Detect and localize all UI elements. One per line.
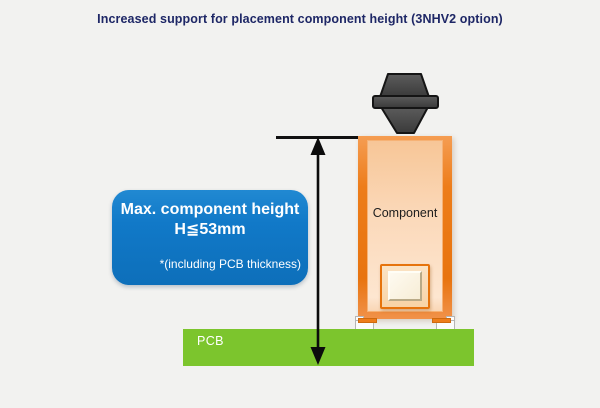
component-bottom-tab-right — [432, 318, 451, 323]
component-bottom-tab-left — [358, 318, 377, 323]
nozzle-icon — [372, 73, 439, 134]
component-terminal-pad-inner — [388, 271, 422, 301]
max-height-callout-line2: H≦53mm — [174, 221, 246, 239]
height-reference-line — [276, 136, 358, 139]
page-title: Increased support for placement componen… — [97, 12, 503, 26]
max-height-callout: Max. component height H≦53mm *(including… — [112, 190, 308, 285]
component-box — [358, 136, 452, 319]
pcb-bar: PCB — [183, 329, 474, 366]
component-label: Component — [372, 206, 438, 220]
component-terminal-pad — [380, 264, 430, 309]
max-height-callout-note: *(including PCB thickness) — [159, 256, 301, 271]
max-height-callout-line1: Max. component height — [120, 201, 300, 218]
pcb-label: PCB — [197, 334, 224, 348]
height-arrow-icon — [310, 137, 326, 365]
